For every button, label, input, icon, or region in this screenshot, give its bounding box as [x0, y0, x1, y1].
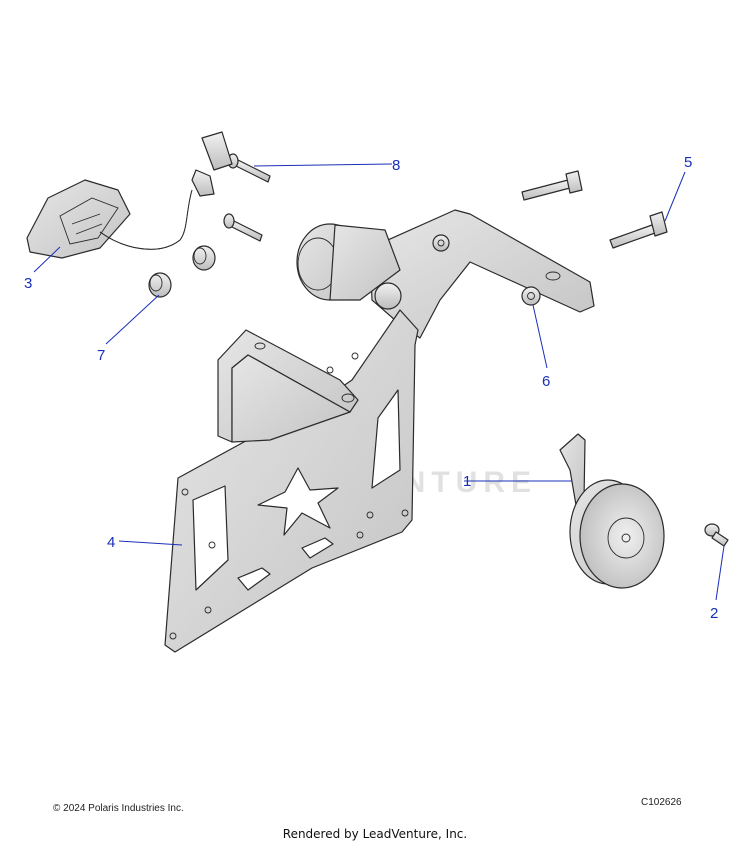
diagram-code: C102626: [641, 797, 682, 808]
license-plate-light: [26, 131, 233, 259]
flange-bolt-lower: [609, 211, 668, 249]
screw-upper: [227, 153, 271, 183]
spacer-lower: [148, 272, 172, 298]
flange-nut-upper: [432, 234, 450, 252]
copyright-text: © 2024 Polaris Industries Inc.: [53, 803, 184, 814]
bracket-mounting-tab: [217, 329, 359, 443]
light-housing: [296, 223, 402, 310]
spacer-upper: [192, 245, 216, 271]
callout-5: 5: [684, 154, 692, 171]
callout-6: 6: [542, 373, 550, 390]
callout-4: 4: [107, 534, 115, 551]
screw-lower: [223, 213, 263, 242]
callout-2: 2: [710, 605, 718, 622]
flange-nut: [521, 286, 541, 306]
horn: [559, 433, 665, 589]
upper-bracket: [369, 209, 595, 339]
horn-screw: [704, 523, 729, 547]
callout-7: 7: [97, 347, 105, 364]
callout-8: 8: [392, 157, 400, 174]
flange-bolt-upper: [521, 170, 583, 201]
callout-1: 1: [463, 473, 471, 490]
rendered-by-text: Rendered by LeadVenture, Inc.: [282, 827, 468, 841]
callout-3: 3: [24, 275, 32, 292]
leader-lines: [33, 163, 725, 601]
